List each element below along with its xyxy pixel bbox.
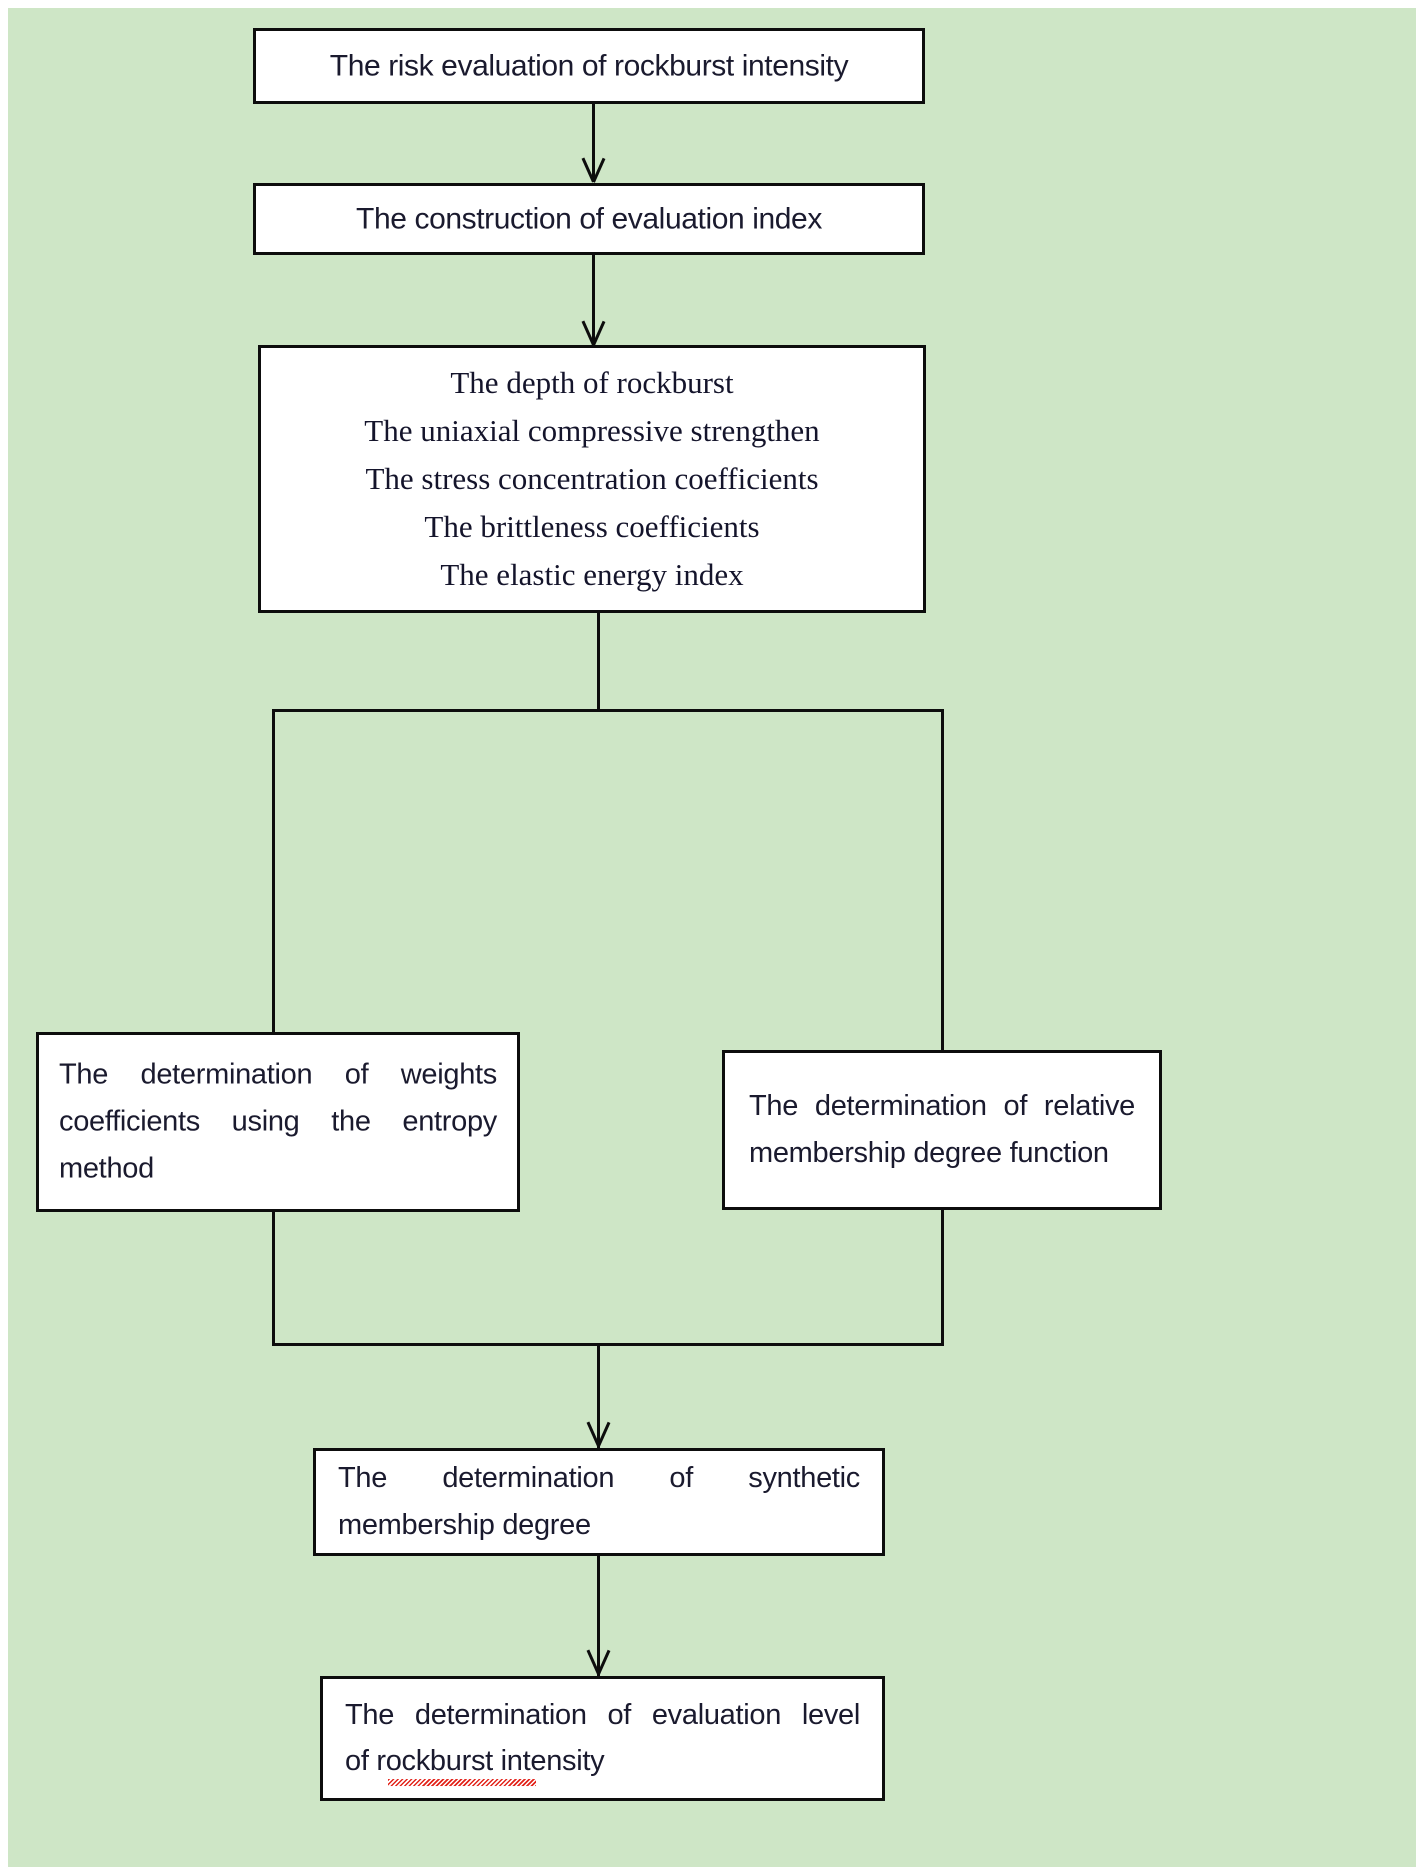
index-line-stress: The stress concentration coefficients [365, 460, 819, 496]
edge-split-right-drop [941, 709, 944, 1052]
node-membership-function-label: The determination of relative membership… [749, 1090, 1135, 1169]
index-line-uniaxial: The uniaxial compressive strengthen [364, 412, 820, 448]
edge-construct-to-indices-arrowhead [580, 319, 606, 346]
edge-split-bar [272, 709, 944, 712]
edge-merge-stem [597, 1343, 600, 1448]
edge-merge-right-drop [941, 1210, 944, 1346]
spellcheck-squiggle-icon [388, 1779, 536, 1787]
node-synthetic-membership[interactable]: The determination of synthetic membershi… [313, 1448, 885, 1556]
node-weight-determination-label: The determination of weights coefficient… [59, 1058, 497, 1185]
edge-synthetic-to-level-line [597, 1556, 600, 1676]
node-risk-evaluation-label: The risk evaluation of rockburst intensi… [329, 49, 849, 83]
edge-synthetic-to-level-arrowhead [585, 1648, 611, 1675]
node-weight-determination[interactable]: The determination of weights coefficient… [36, 1032, 520, 1212]
edge-construct-to-indices-line [592, 255, 595, 345]
node-risk-evaluation[interactable]: The risk evaluation of rockburst intensi… [253, 28, 925, 104]
node-evaluation-level[interactable]: The determination of evaluation level of… [320, 1676, 885, 1801]
node-evaluation-level-line1: The determination of evaluation level [345, 1698, 860, 1731]
node-membership-function[interactable]: The determination of relative membership… [722, 1050, 1162, 1210]
edge-risk-to-construct-line [592, 104, 595, 181]
diagram-background [8, 8, 1416, 1867]
index-line-elastic: The elastic energy index [440, 557, 744, 593]
node-construction-index[interactable]: The construction of evaluation index [253, 183, 925, 255]
index-line-brittleness: The brittleness coefficients [424, 509, 760, 545]
node-evaluation-indices[interactable]: The depth of rockburst The uniaxial comp… [258, 345, 926, 613]
node-evaluation-level-label: The determination of evaluation level of… [323, 1692, 882, 1787]
node-synthetic-membership-label: The determination of synthetic membershi… [338, 1462, 860, 1541]
node-evaluation-level-line2: of rockburst intensity [345, 1745, 605, 1778]
edge-risk-to-construct-arrowhead [580, 156, 606, 183]
edge-split-stem [597, 612, 600, 711]
edge-split-left-drop [272, 709, 275, 1034]
index-line-depth: The depth of rockburst [450, 364, 734, 400]
node-construction-index-label: The construction of evaluation index [356, 202, 822, 236]
edge-merge-left-drop [272, 1212, 275, 1346]
edge-merge-bar [272, 1343, 944, 1346]
node-evaluation-level-line2-wrap: of rockburst intensity [345, 1739, 860, 1787]
edge-merge-arrowhead [585, 1420, 611, 1447]
node-evaluation-indices-list: The depth of rockburst The uniaxial comp… [261, 359, 923, 599]
